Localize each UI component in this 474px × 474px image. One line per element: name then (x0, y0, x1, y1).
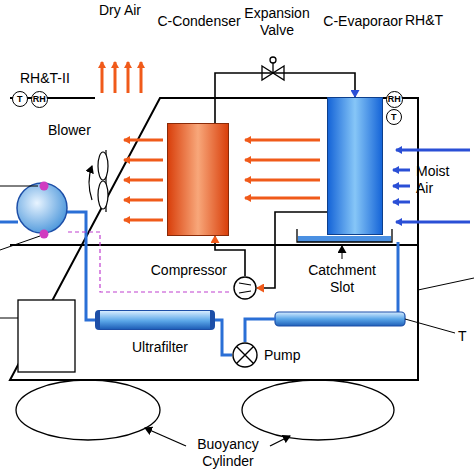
sensor-letter: T (391, 112, 397, 122)
storage-cylinder (245, 278, 474, 342)
blower-fan (89, 150, 108, 212)
air-label: Dry Air (98, 2, 143, 19)
sensor-letter: RH (33, 94, 46, 104)
control-box (18, 300, 75, 372)
sensor-label: RH&T-II (20, 70, 70, 87)
humidity-sensor: RH (386, 91, 403, 108)
part-label: Ultrafilter (132, 339, 188, 356)
evaporator-coil: C-Evaporaor (327, 97, 383, 235)
expansion-valve (262, 57, 284, 80)
part-label: Pump (264, 347, 301, 364)
sensor-letter: RH (388, 94, 401, 104)
part-label: T (458, 328, 467, 345)
housing (10, 98, 418, 380)
control-wire (68, 232, 232, 292)
temperature-sensor: T (12, 91, 28, 107)
ultrafilter-cylinder: Ultrafilter (95, 310, 215, 330)
part-label: Catchment Slot (299, 262, 385, 296)
moist-air-arrows (393, 150, 470, 222)
sensor-letter: T (17, 94, 23, 104)
part-label: Buoyancy Cylinder (182, 436, 274, 470)
leader-line (0, 318, 18, 319)
pump-symbol: Pump (232, 342, 258, 368)
water-tank (0, 182, 95, 321)
temperature-sensor: T (386, 109, 402, 125)
catchment-slot (297, 229, 398, 312)
part-label: Compressor (151, 262, 227, 279)
part-label: Expansion Valve (232, 5, 322, 39)
part-label: Blower (48, 122, 91, 139)
water-pipe (215, 320, 232, 355)
humidity-sensor: RH (31, 91, 48, 108)
part-label: C-Evaporaor (323, 13, 402, 30)
condenser-coil: C-Condenser (167, 123, 229, 236)
sensor-label: RH&T (405, 12, 443, 29)
part-label: C-Condenser (157, 13, 240, 30)
compressor-symbol: Compressor (233, 276, 257, 300)
dry-air-arrows (102, 62, 141, 93)
air-label: Moist Air (416, 163, 466, 197)
